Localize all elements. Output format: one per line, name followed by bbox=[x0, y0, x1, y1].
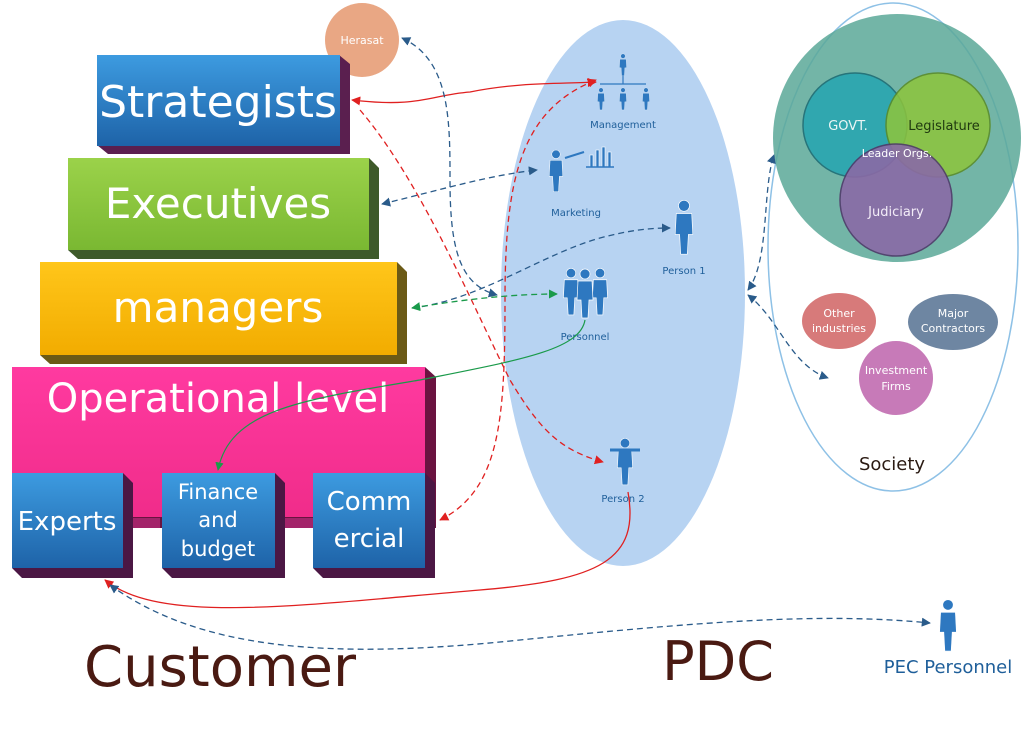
other-industries-label-2: industries bbox=[812, 322, 866, 335]
investment-firms-label-1: Investment bbox=[865, 364, 928, 377]
commercial-block: Comm ercial bbox=[313, 473, 435, 578]
person-2-label: Person 2 bbox=[601, 494, 644, 505]
arrow-pdc-investment bbox=[747, 294, 829, 380]
herasat-circle bbox=[325, 3, 399, 77]
person-2-icon bbox=[610, 437, 640, 486]
investment-firms-bubble bbox=[859, 341, 933, 415]
legislature-label: Legislature bbox=[908, 119, 980, 134]
executives-block: Executives bbox=[68, 158, 379, 259]
customer-label: Customer bbox=[84, 635, 357, 700]
commercial-label-2: ercial bbox=[334, 524, 405, 554]
arrow-experts-pec bbox=[109, 584, 931, 650]
management-label: Management bbox=[590, 120, 656, 131]
pdc-label: PDC bbox=[662, 630, 774, 693]
arrow-herasat-personnel bbox=[401, 37, 498, 298]
arrow-strategists-person2 bbox=[359, 109, 604, 465]
pec-personnel-icon bbox=[939, 599, 957, 652]
finance-budget-block: Finance and budget bbox=[162, 473, 285, 578]
govt-label: GOVT. bbox=[828, 119, 868, 134]
finance-label-1: Finance bbox=[178, 480, 258, 504]
managers-block: managers bbox=[40, 262, 407, 364]
operational-level-label: Operational level bbox=[47, 376, 390, 422]
strategists-block: Strategists bbox=[97, 55, 350, 154]
investment-firms-label-2: Firms bbox=[881, 380, 911, 393]
major-contractors-label-1: Major bbox=[938, 307, 969, 320]
arrow-managers-person1 bbox=[411, 223, 671, 309]
pec-personnel-label: PEC Personnel bbox=[884, 657, 1013, 678]
arrow-executives-marketing bbox=[381, 166, 538, 207]
other-industries-label-1: Other bbox=[823, 307, 855, 320]
finance-label-3: budget bbox=[181, 537, 255, 561]
other-industries-bubble bbox=[802, 293, 876, 349]
experts-label: Experts bbox=[18, 507, 117, 537]
arrow-managers-personnel bbox=[411, 289, 558, 312]
experts-block: Experts bbox=[12, 473, 133, 578]
major-contractors-label-2: Contractors bbox=[921, 322, 986, 335]
judiciary-label: Judiciary bbox=[867, 205, 924, 220]
marketing-label: Marketing bbox=[551, 208, 601, 219]
arrow-pdc-society-upper bbox=[747, 154, 776, 291]
arrow-personnel-finance bbox=[215, 319, 586, 471]
managers-label: managers bbox=[113, 283, 324, 332]
strategists-label: Strategists bbox=[99, 77, 337, 128]
society-label: Society bbox=[859, 454, 925, 475]
executives-label: Executives bbox=[105, 179, 331, 228]
major-contractors-bubble bbox=[908, 294, 998, 350]
leader-orgs-label: Leader Orgs. bbox=[862, 147, 932, 160]
person-1-label: Person 1 bbox=[662, 266, 705, 277]
management-icon bbox=[597, 53, 650, 111]
personnel-icon bbox=[562, 267, 609, 319]
commercial-label-1: Comm bbox=[327, 487, 412, 517]
finance-label-2: and bbox=[198, 508, 238, 532]
judiciary-circle bbox=[839, 143, 953, 257]
herasat-label: Herasat bbox=[340, 34, 384, 47]
